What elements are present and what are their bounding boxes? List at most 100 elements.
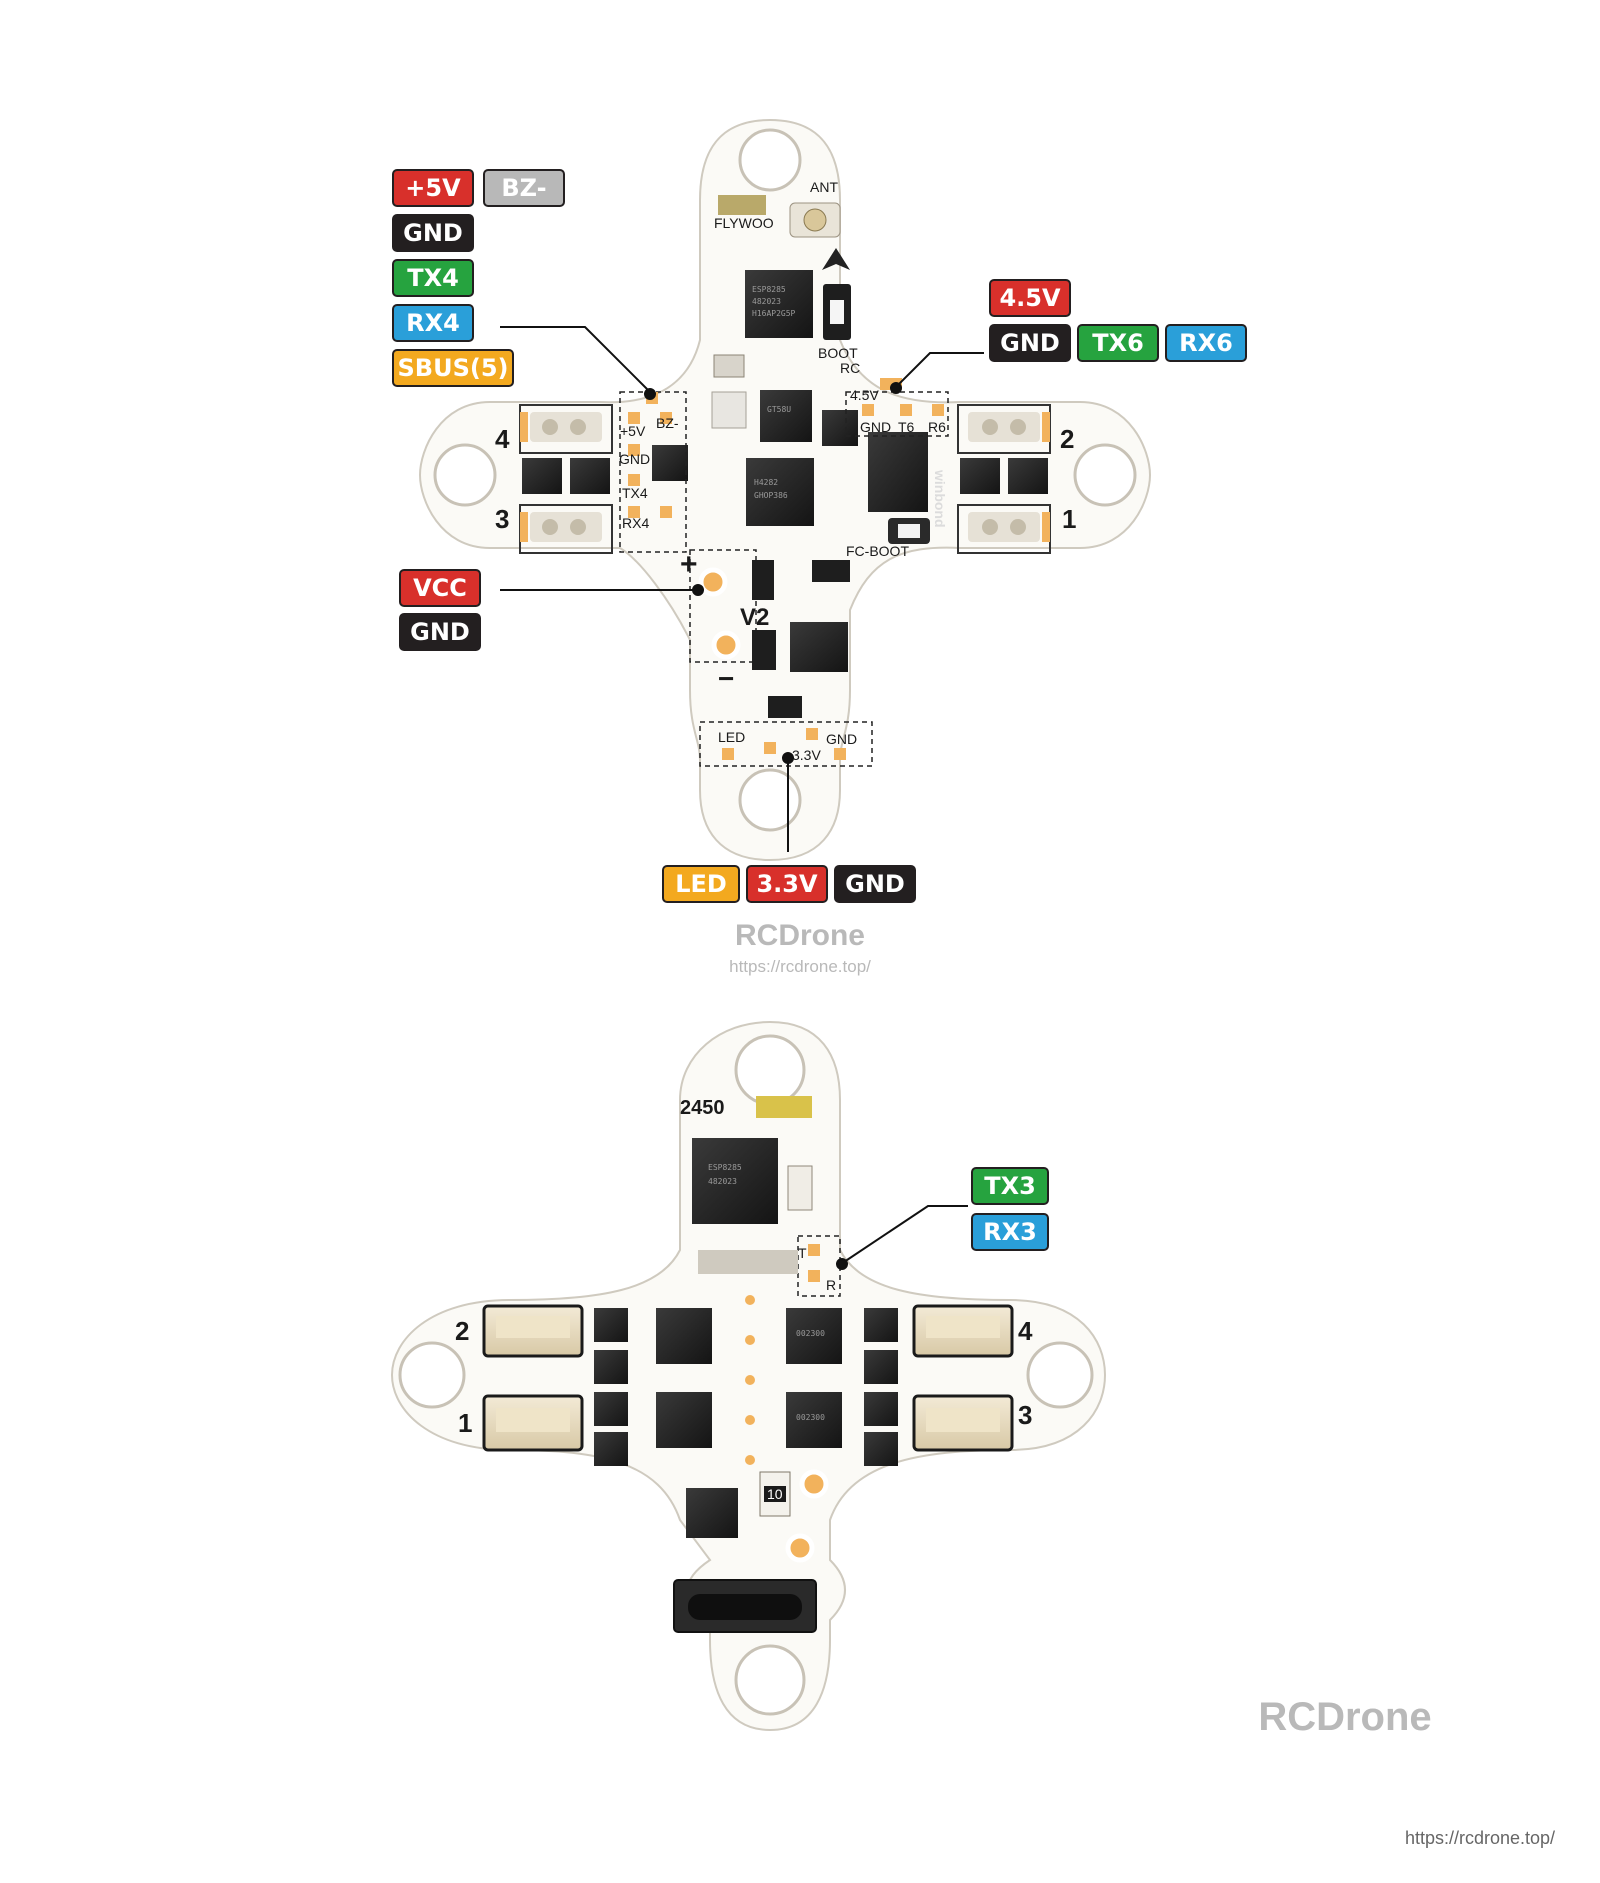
svg-text:TX6: TX6 — [1092, 329, 1144, 357]
uart6-outline — [845, 391, 949, 437]
led-pad-outline — [699, 721, 873, 767]
tag-sbus: SBUS(5) — [392, 349, 514, 387]
silk-tx4: TX4 — [622, 485, 648, 501]
svg-text:ESP8285: ESP8285 — [752, 285, 786, 294]
crystal — [787, 1165, 813, 1211]
bottom-wifi-chip — [692, 1138, 778, 1224]
tag-3v3: 3.3V — [746, 865, 828, 903]
motor-1-connector — [957, 504, 1051, 554]
bottom-mount-hole-top — [734, 1034, 806, 1106]
mcu-chip — [746, 458, 814, 526]
mount-hole-bottom — [738, 768, 802, 832]
silk-r10: 10 — [767, 1486, 783, 1502]
svg-text:BZ-: BZ- — [501, 174, 546, 202]
silk-v2: V2 — [740, 604, 769, 631]
svg-text:GND: GND — [845, 870, 905, 898]
tag-gnd-power: GND — [399, 613, 481, 651]
svg-text:RX4: RX4 — [406, 309, 460, 337]
silk-bottom-motor-4: 4 — [1018, 1316, 1033, 1346]
bottom-motor-3-connector — [912, 1394, 1014, 1452]
leader-lines-top — [500, 326, 984, 852]
svg-text:482023: 482023 — [708, 1177, 737, 1186]
svg-text:RX6: RX6 — [1179, 329, 1233, 357]
bottom-antenna — [756, 1096, 812, 1118]
bottom-board: 2450 ESP8285 482023 T R 002300 002300 — [390, 1020, 1107, 1732]
svg-text:VCC: VCC — [413, 574, 467, 602]
tag-bz: BZ- — [483, 169, 565, 207]
bottom-motor-2-connector — [482, 1304, 584, 1358]
mosfet-left-2 — [570, 458, 610, 494]
silk-motor-4: 4 — [495, 424, 510, 454]
tag-rx4: RX4 — [392, 304, 474, 342]
watermark-url-top: https://rcdrone.top/ — [729, 957, 871, 976]
mount-hole-right — [1073, 443, 1137, 507]
silk-r: R — [826, 1277, 836, 1293]
diode — [752, 630, 776, 670]
tag-tx6: TX6 — [1077, 324, 1159, 362]
silk-winbond: winbond — [932, 469, 948, 528]
silk-minus: − — [718, 663, 734, 694]
esc-chip-2 — [786, 1308, 842, 1364]
leader-lines-bottom — [836, 1205, 968, 1270]
svg-text:TX3: TX3 — [984, 1172, 1036, 1200]
silk-plus5v: +5V — [620, 423, 646, 439]
svg-text:002300: 002300 — [796, 1413, 825, 1422]
gyro-chip — [652, 445, 688, 481]
svg-text:LED: LED — [675, 870, 727, 898]
silk-motor-3: 3 — [495, 504, 509, 534]
silk-ant: ANT — [810, 179, 838, 195]
forward-arrow-icon — [822, 248, 850, 270]
silk-date-code: 2450 — [680, 1097, 725, 1119]
tag-gnd-bottom: GND — [834, 865, 916, 903]
svg-text:+5V: +5V — [405, 174, 461, 202]
svg-text:TX4: TX4 — [407, 264, 459, 292]
mosfet-right-1 — [960, 458, 1000, 494]
cap-chip — [711, 391, 747, 429]
silk-rc: RC — [840, 360, 860, 376]
bottom-power-pad-2 — [785, 1533, 815, 1563]
svg-text:RX3: RX3 — [983, 1218, 1037, 1246]
tag-gnd-left: GND — [392, 214, 474, 252]
svg-text:H4282: H4282 — [754, 478, 778, 487]
silk-gnd-left: GND — [619, 451, 650, 467]
silk-bottom-motor-2: 2 — [455, 1316, 469, 1346]
svg-text:GND: GND — [403, 219, 463, 247]
silk-r6: R6 — [928, 419, 946, 435]
silk-rx4: RX4 — [622, 515, 649, 531]
svg-text:GT58U: GT58U — [767, 405, 791, 414]
baro-chip — [713, 354, 745, 378]
ceramic-antenna — [718, 195, 766, 215]
power-pad-outline — [689, 549, 757, 663]
svg-text:H16AP2G5P: H16AP2G5P — [752, 309, 796, 318]
small-ic-1 — [812, 560, 850, 582]
watermark-brand-bottom: RCDrone — [1258, 1695, 1431, 1739]
osd-chip — [822, 410, 858, 446]
mosfet-left-1 — [522, 458, 562, 494]
silk-motor-2: 2 — [1060, 424, 1074, 454]
svg-text:GHOP386: GHOP386 — [754, 491, 788, 500]
tag-tx3: TX3 — [971, 1167, 1049, 1205]
bottom-mount-hole-bottom — [734, 1644, 806, 1716]
ufl-socket — [803, 208, 827, 232]
led-chip — [768, 696, 802, 718]
tag-gnd-right: GND — [989, 324, 1071, 362]
tag-plus5v: +5V — [392, 169, 474, 207]
svg-text:4.5V: 4.5V — [999, 284, 1061, 312]
bottom-small-ic — [686, 1488, 738, 1538]
mount-hole-left — [433, 443, 497, 507]
esc-chip-3 — [656, 1392, 712, 1448]
svg-text:482023: 482023 — [752, 297, 781, 306]
svg-text:GND: GND — [1000, 329, 1060, 357]
silk-gnd-right: GND — [860, 419, 891, 435]
motor-4-connector — [519, 404, 613, 454]
top-board: FLYWOO ANT ESP8285 482023 H16AP2G5P BOOT… — [418, 118, 1152, 862]
bottom-motor-4-connector — [912, 1304, 1014, 1358]
small-ic-2 — [752, 560, 774, 600]
mosfet-right-2 — [1008, 458, 1048, 494]
watermark-url-bottom: https://rcdrone.top/ — [1405, 1828, 1555, 1848]
gnd-power-pad — [711, 630, 741, 660]
tag-led: LED — [662, 865, 740, 903]
silk-bottom-motor-1: 1 — [458, 1408, 472, 1438]
tag-rx3: RX3 — [971, 1213, 1049, 1251]
